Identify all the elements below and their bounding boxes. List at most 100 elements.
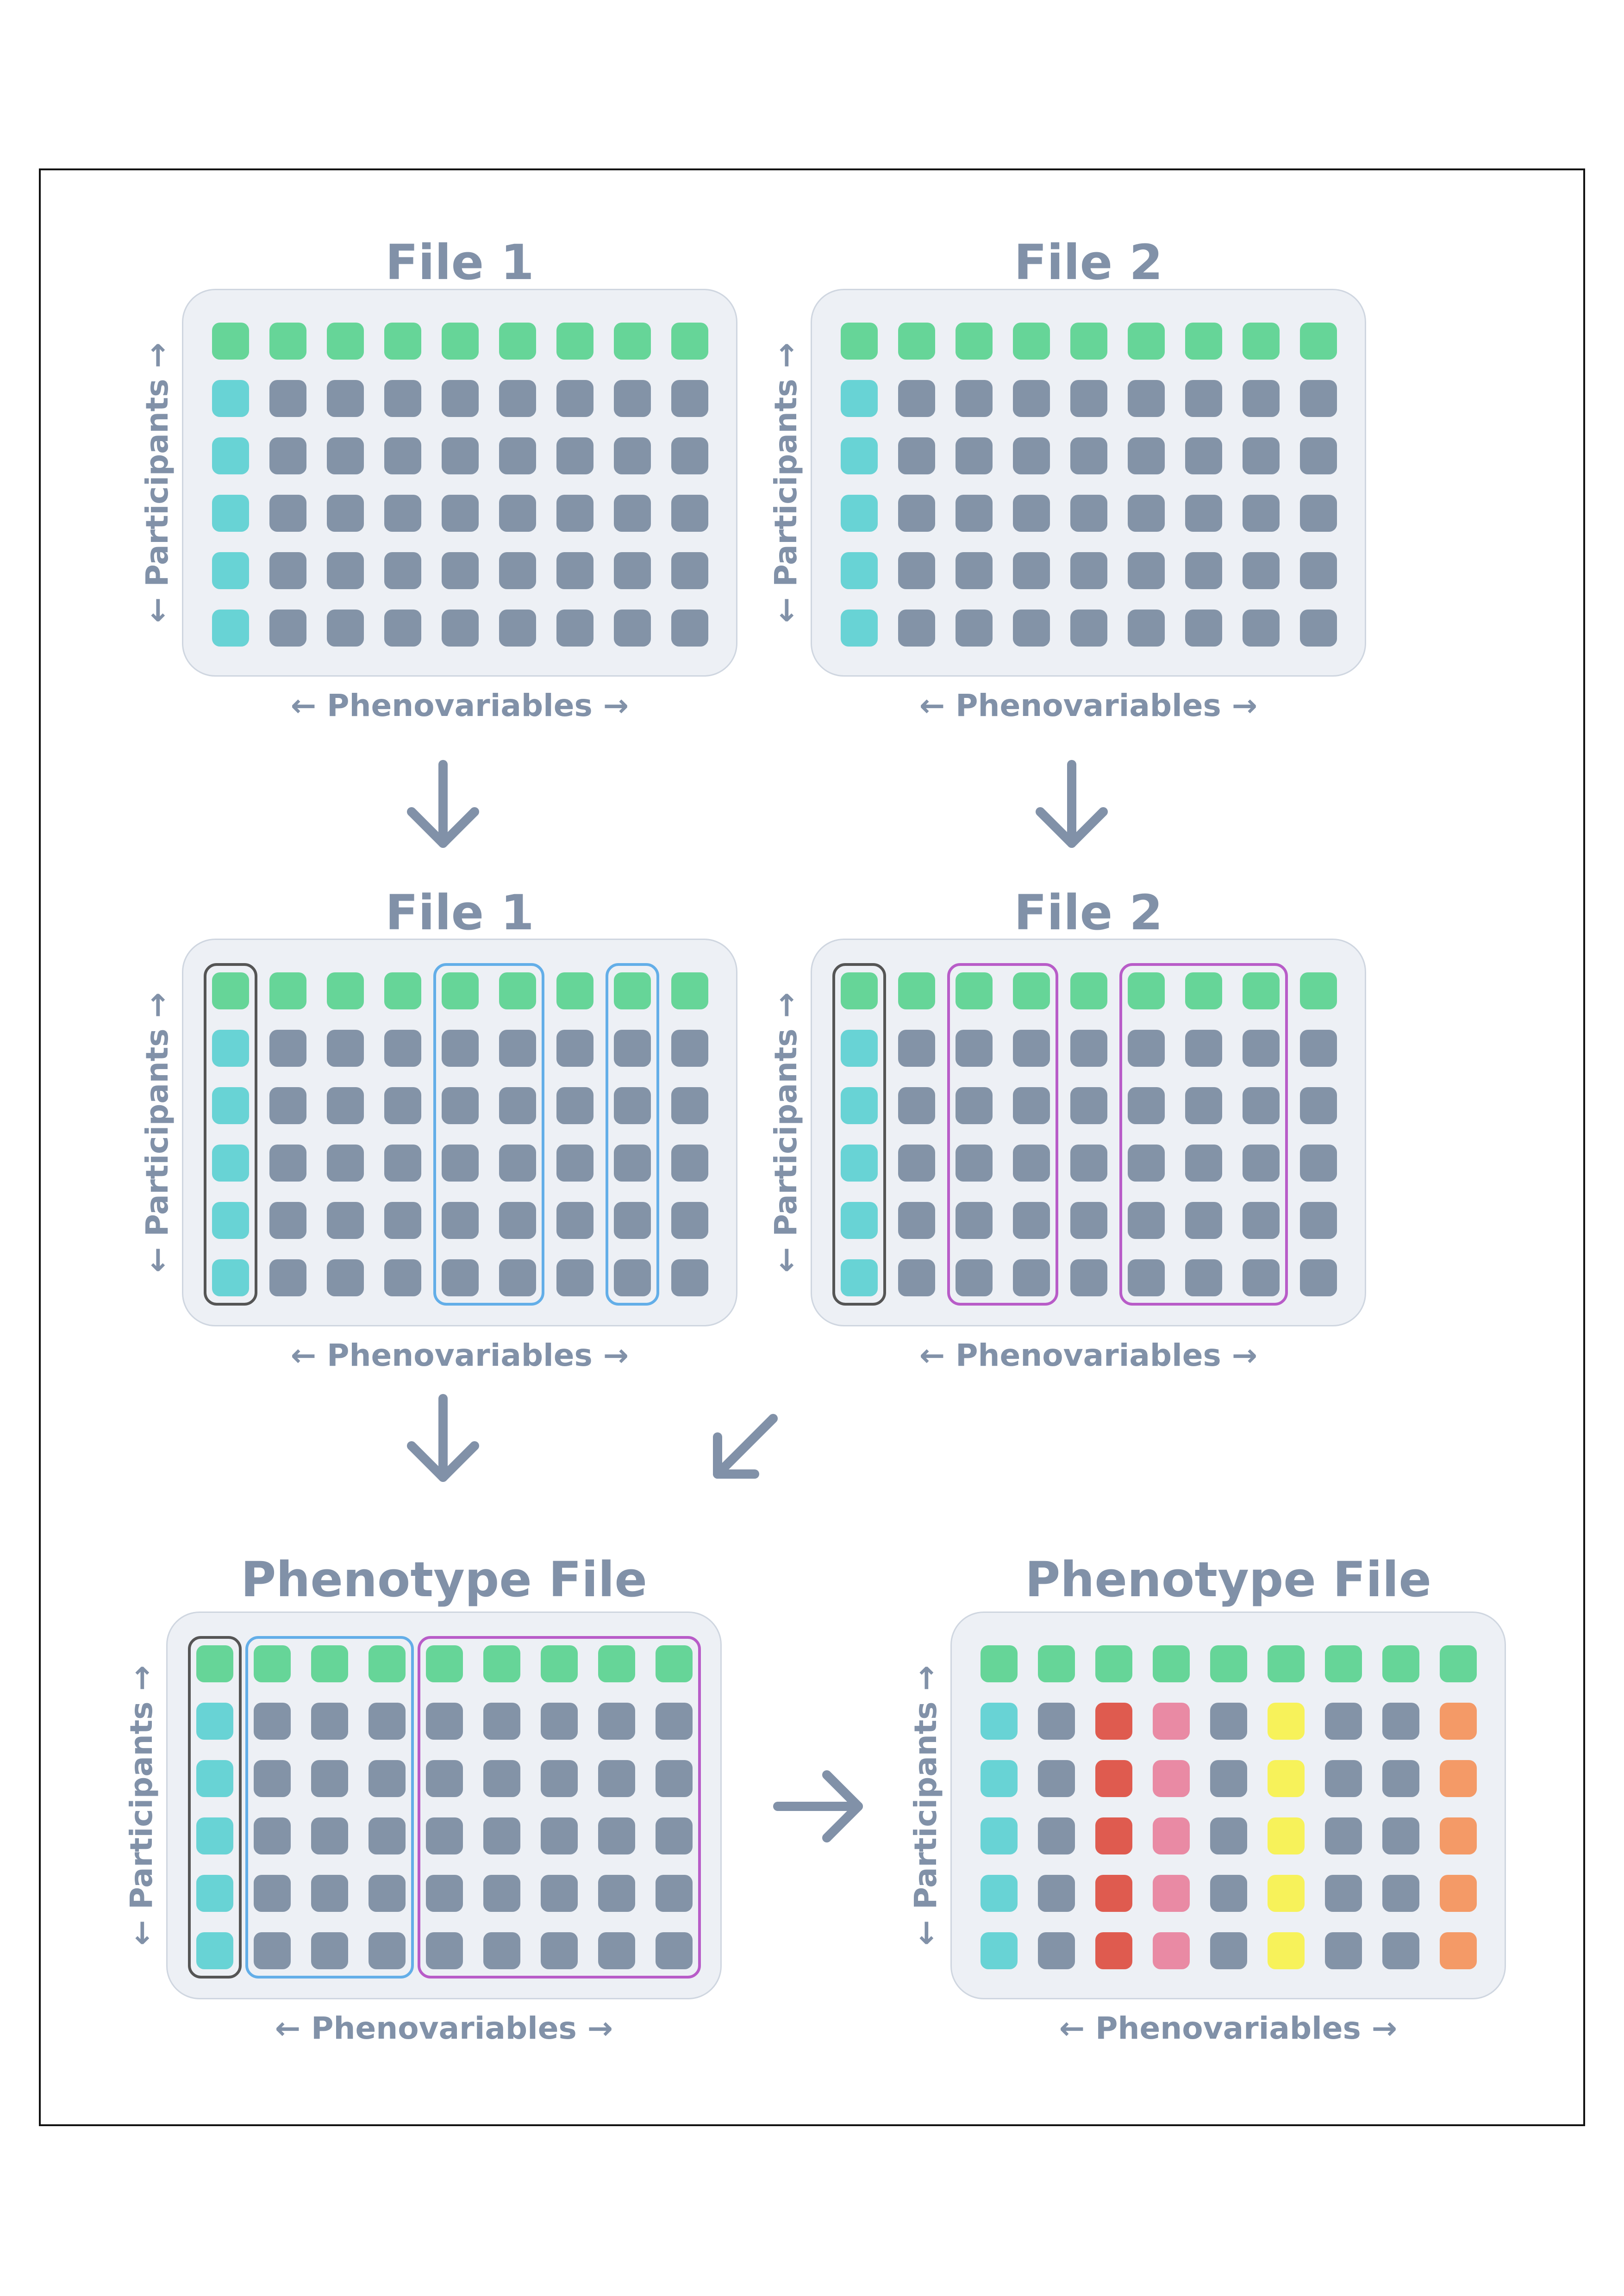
data-cell: [442, 1030, 479, 1067]
data-cell: [1300, 495, 1337, 532]
header-cell: [327, 323, 364, 360]
data-cell: [426, 1703, 463, 1740]
header-cell: [269, 323, 306, 360]
header-cell: [1185, 323, 1222, 360]
data-cell: [1300, 552, 1337, 589]
participant-id-cell: [841, 495, 878, 532]
data-cell: [269, 1087, 306, 1124]
data-cell: [898, 495, 935, 532]
data-cell: [1300, 1145, 1337, 1182]
data-cell: [1070, 495, 1107, 532]
participant-id-cell: [841, 1145, 878, 1182]
y-axis-label: ← Participants →: [768, 342, 804, 623]
data-cell: [614, 1259, 651, 1296]
data-cell: [1095, 1932, 1132, 1969]
arrow-file2-to-phenotype: [713, 1414, 778, 1479]
data-cell: [1243, 610, 1280, 647]
data-cell: [1013, 1145, 1050, 1182]
data-cell: [1382, 1875, 1419, 1912]
data-cell: [369, 1875, 406, 1912]
header-cell: [1243, 323, 1280, 360]
data-cell: [671, 1030, 708, 1067]
data-cell: [327, 1145, 364, 1182]
data-cell: [1185, 1202, 1222, 1239]
data-cell: [499, 380, 536, 417]
data-cell: [483, 1703, 520, 1740]
header-cell: [1300, 972, 1337, 1009]
panel-title-file2-raw: File 2: [1014, 234, 1163, 291]
data-cell: [1185, 1259, 1222, 1296]
matrix-file2-raw: [811, 289, 1366, 677]
header-cell: [1243, 972, 1280, 1009]
data-cell: [671, 610, 708, 647]
data-cell: [269, 1145, 306, 1182]
header-cell: [442, 323, 479, 360]
data-cell: [898, 1145, 935, 1182]
data-cell: [898, 380, 935, 417]
data-cell: [1070, 1145, 1107, 1182]
data-cell: [598, 1817, 635, 1854]
header-cell: [1325, 1645, 1362, 1682]
panel-title-file1-raw: File 1: [385, 234, 534, 291]
data-cell: [1038, 1703, 1075, 1740]
data-cell: [384, 1259, 421, 1296]
data-cell: [1013, 1087, 1050, 1124]
data-cell: [1210, 1932, 1247, 1969]
participant-id-cell: [196, 1932, 233, 1969]
data-cell: [556, 380, 593, 417]
matrix-phenotype-merged: [166, 1612, 722, 1999]
participant-id-cell: [212, 1087, 249, 1124]
data-cell: [1300, 437, 1337, 474]
data-cell: [384, 1087, 421, 1124]
data-cell: [898, 1087, 935, 1124]
data-cell: [269, 610, 306, 647]
data-cell: [1300, 1087, 1337, 1124]
data-cell: [898, 1030, 935, 1067]
data-cell: [1013, 1259, 1050, 1296]
data-cell: [1382, 1932, 1419, 1969]
data-cell: [384, 552, 421, 589]
x-axis-label: ← Phenovariables →: [919, 688, 1258, 723]
data-cell: [1268, 1932, 1305, 1969]
header-cell: [1382, 1645, 1419, 1682]
data-cell: [269, 1259, 306, 1296]
header-cell: [1185, 972, 1222, 1009]
data-cell: [1070, 1202, 1107, 1239]
data-cell: [898, 610, 935, 647]
participant-id-cell: [196, 1703, 233, 1740]
data-cell: [1153, 1760, 1190, 1797]
data-cell: [499, 1087, 536, 1124]
data-cell: [254, 1760, 291, 1797]
data-cell: [1038, 1875, 1075, 1912]
data-cell: [656, 1817, 693, 1854]
data-cell: [898, 437, 935, 474]
variable-group-outline: [433, 963, 544, 1306]
data-cell: [1440, 1932, 1477, 1969]
data-cell: [442, 552, 479, 589]
data-cell: [1128, 552, 1165, 589]
data-cell: [556, 1202, 593, 1239]
data-cell: [556, 437, 593, 474]
data-cell: [956, 495, 993, 532]
data-cell: [1095, 1817, 1132, 1854]
header-cell: [614, 323, 651, 360]
data-cell: [898, 1202, 935, 1239]
panel-title-file1-selected: File 1: [385, 884, 534, 941]
participant-id-cell: [212, 1145, 249, 1182]
data-cell: [671, 437, 708, 474]
data-cell: [1128, 1087, 1165, 1124]
data-cell: [1128, 380, 1165, 417]
data-cell: [1440, 1817, 1477, 1854]
data-cell: [269, 495, 306, 532]
header-cell: [369, 1645, 406, 1682]
header-cell: [196, 1645, 233, 1682]
data-cell: [499, 610, 536, 647]
header-cell: [483, 1645, 520, 1682]
header-cell: [556, 323, 593, 360]
arrow-down-icon: [1036, 760, 1108, 848]
participant-id-cell: [841, 1202, 878, 1239]
data-cell: [1185, 380, 1222, 417]
data-cell: [1268, 1817, 1305, 1854]
data-cell: [327, 1030, 364, 1067]
data-cell: [499, 495, 536, 532]
